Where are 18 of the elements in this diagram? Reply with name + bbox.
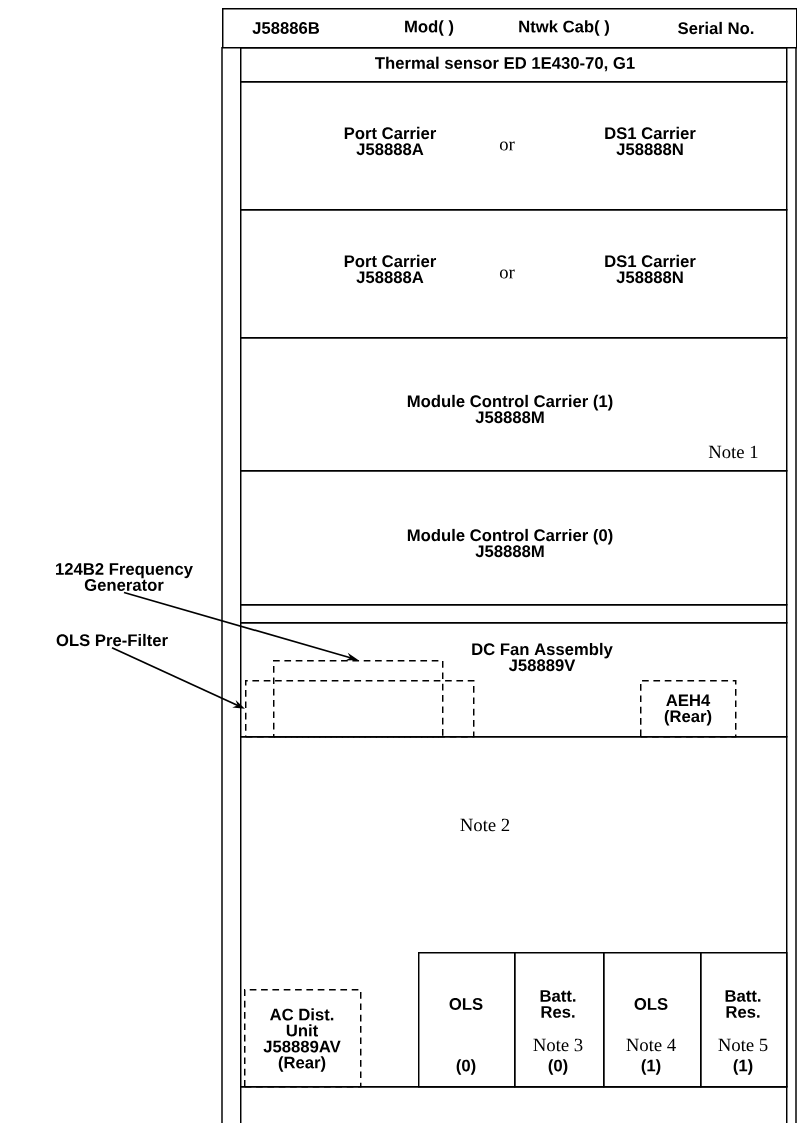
cell-box: OLS Note 4 (1) <box>603 952 702 1088</box>
component-outline <box>273 660 444 738</box>
slot-box: Module Control Carrier (1) J58888M Note 1 <box>240 337 788 472</box>
component-outline: AEH4 (Rear) <box>640 680 737 738</box>
callout-label: 124B2 Frequency Generator <box>56 563 193 591</box>
slot-box: Port Carrier J58888A or DS1 Carrier J58888N <box>240 209 788 339</box>
cell-box: Batt. Res. Note 3 (0) <box>514 952 605 1088</box>
header-band: J58886B Mod( ) Ntwk Cab( ) Serial No. <box>222 8 797 49</box>
slot-box <box>240 604 788 624</box>
callout-label: OLS Pre-Filter <box>56 633 168 647</box>
cell-box: Batt. Res. Note 5 (1) <box>700 952 788 1088</box>
slot-box: Module Control Carrier (0) J58888M <box>240 470 788 606</box>
slot-box: Port Carrier J58888A or DS1 Carrier J58888N <box>240 81 788 211</box>
cell-box: OLS (0) <box>418 952 516 1088</box>
component-outline <box>245 680 475 738</box>
component-outline: AC Dist. Unit J58889AV (Rear) <box>244 989 362 1088</box>
slot-box: Thermal sensor ED 1E430-70, G1 <box>240 47 788 83</box>
slot-box <box>240 1086 788 1123</box>
